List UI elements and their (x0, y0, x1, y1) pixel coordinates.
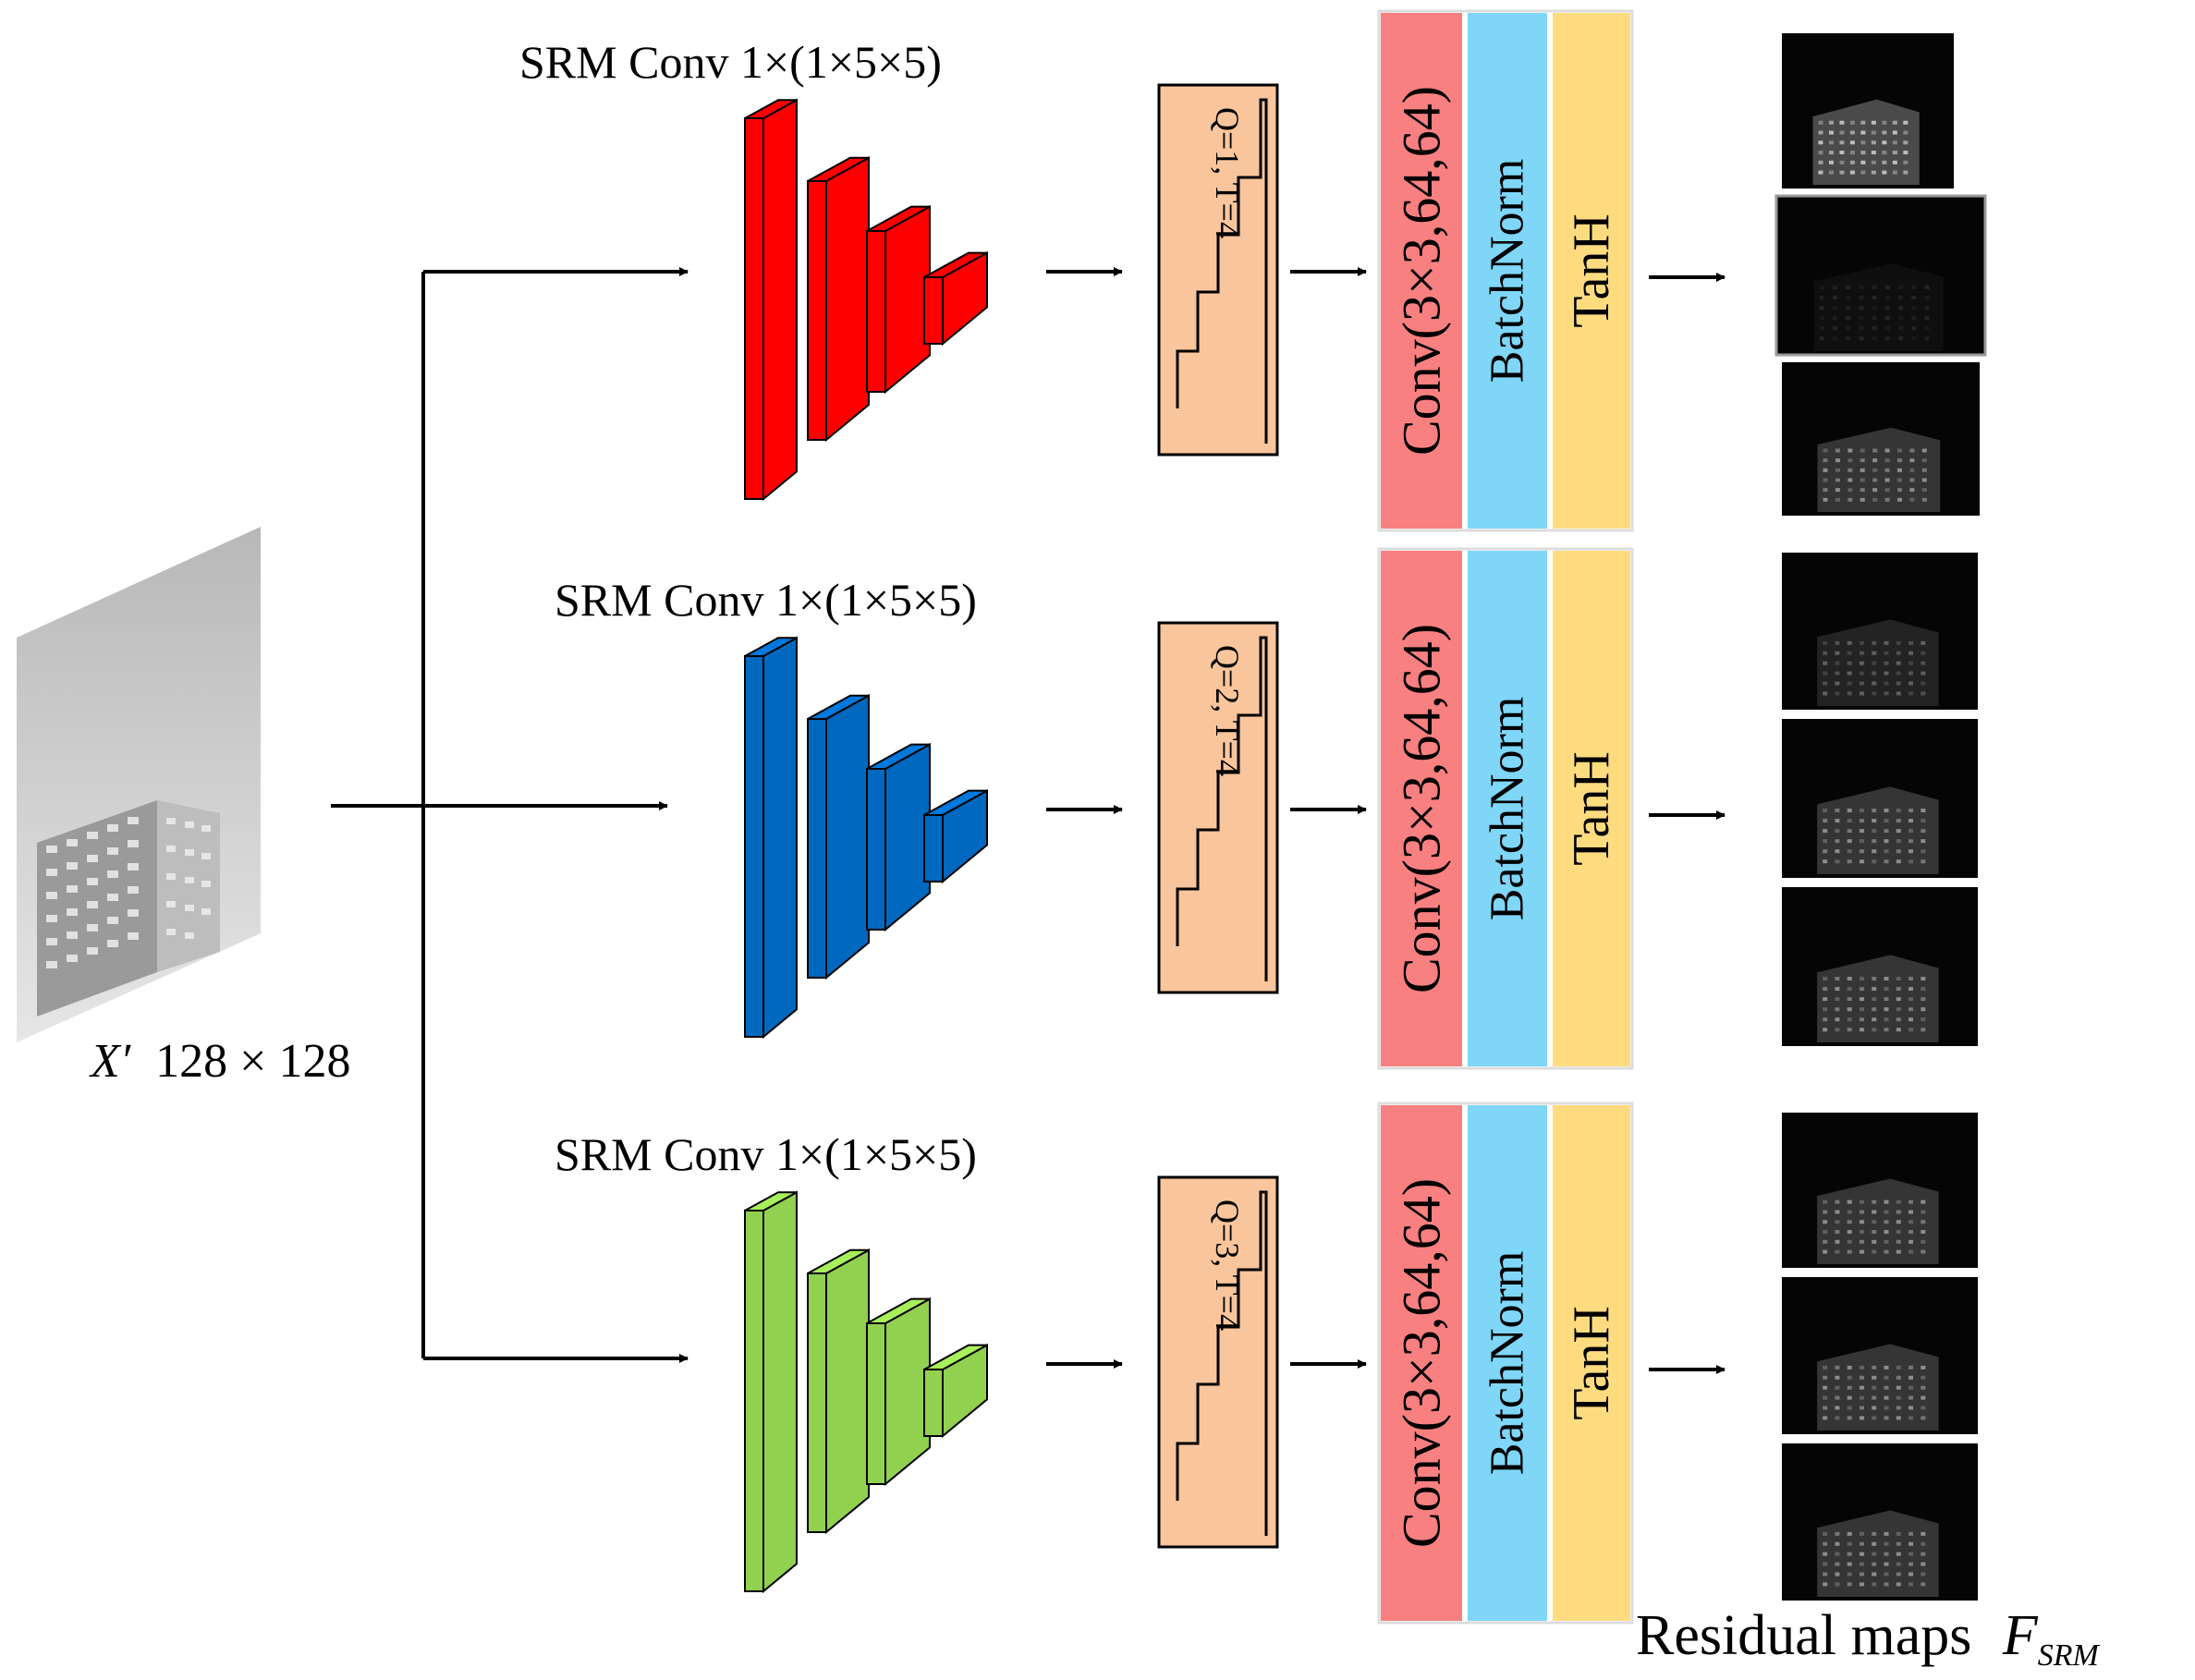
residual-map-image (1782, 887, 1978, 1046)
tanh-layer-label: TanH (1563, 1306, 1620, 1420)
quantization-box: Q=1, T=4 (1157, 83, 1279, 457)
srm-bar-front (866, 1322, 886, 1485)
residual-map-image (1782, 362, 1980, 516)
srm-bar-front (744, 655, 764, 1038)
branch-1: SRM Conv 1×(1×5×5) Q=1, T=4 Conv(3×3,64,64… (519, 9, 1987, 532)
quantization-box: Q=2, T=4 (1157, 621, 1279, 994)
conv-layer-label: Conv(3×3,64,64) (1392, 1178, 1452, 1548)
conv-layer-label: Conv(3×3,64,64) (1392, 86, 1452, 456)
srm-conv-label: SRM Conv 1×(1×5×5) (555, 574, 977, 626)
srm-bar-side (762, 636, 798, 1040)
staircase-curve (1176, 98, 1268, 444)
srm-bar-side (825, 694, 870, 980)
branch-2: SRM Conv 1×(1×5×5) Q=2, T=4 Conv(3×3,64,64… (555, 547, 1978, 1070)
srm-bar-side (762, 1190, 798, 1594)
batchnorm-layer-bar (1468, 551, 1547, 1066)
quant-label: Q=3, T=4 (1209, 1199, 1246, 1331)
residual-maps (1782, 1113, 1978, 1601)
batchnorm-layer-bar (1468, 1105, 1547, 1621)
residual-map-image (1774, 194, 1987, 357)
batchnorm-layer-label: BatchNorm (1482, 1251, 1534, 1476)
input-connectors (331, 267, 689, 1363)
srm-conv-block (744, 1190, 988, 1594)
srm-bar-side (884, 742, 931, 932)
input-image (17, 527, 261, 1042)
tanh-layer-bar (1553, 13, 1630, 529)
input-label: X′ 128 × 128 (89, 1035, 350, 1088)
srm-bar-side (884, 204, 931, 395)
srm-bar-side (884, 1297, 931, 1487)
batchnorm-layer-label: BatchNorm (1482, 697, 1534, 921)
srm-bar-front (744, 117, 764, 500)
quantization-box: Q=3, T=4 (1157, 1175, 1279, 1549)
tanh-layer-label: TanH (1563, 751, 1620, 866)
srm-conv-block (744, 98, 988, 502)
srm-bar-side (825, 1248, 870, 1535)
srm-conv-label: SRM Conv 1×(1×5×5) (555, 1128, 977, 1180)
output-label: Residual maps FSRM (1636, 1604, 2100, 1673)
conv-layer-bar (1381, 1105, 1462, 1621)
staircase-curve (1176, 636, 1268, 981)
srm-bar-front (807, 1272, 827, 1533)
srm-bar-front (807, 718, 827, 979)
tanh-layer-label: TanH (1563, 213, 1620, 328)
srm-bar-front (923, 814, 944, 883)
tanh-layer-bar (1553, 551, 1630, 1066)
quant-label: Q=1, T=4 (1209, 107, 1246, 238)
srm-bar-side (825, 156, 870, 443)
conv-bn-tanh-stack: Conv(3×3,64,64) BatchNorm TanH (1377, 547, 1634, 1070)
residual-map-image (1782, 1113, 1978, 1268)
branch-3: SRM Conv 1×(1×5×5) Q=3, T=4 Conv(3×3,64,64… (555, 1102, 1978, 1625)
quant-label: Q=2, T=4 (1209, 645, 1246, 776)
staircase-curve (1176, 1190, 1268, 1536)
residual-maps (1782, 553, 1978, 1046)
srm-bar-front (866, 230, 886, 393)
conv-bn-tanh-stack: Conv(3×3,64,64) BatchNorm TanH (1377, 1102, 1634, 1625)
conv-layer-label: Conv(3×3,64,64) (1392, 624, 1452, 993)
batchnorm-layer-bar (1468, 13, 1547, 529)
batchnorm-layer-label: BatchNorm (1482, 159, 1534, 383)
srm-bar-front (744, 1210, 764, 1592)
conv-layer-bar (1381, 13, 1462, 529)
residual-map-image (1782, 1277, 1978, 1434)
srm-bar-front (807, 180, 827, 441)
conv-layer-bar (1381, 551, 1462, 1066)
srm-bar-front (923, 1369, 944, 1437)
residual-maps (1774, 33, 1987, 516)
residual-map-image (1782, 719, 1978, 878)
srm-bar-front (923, 276, 944, 345)
residual-map-image (1782, 1443, 1978, 1601)
tanh-layer-bar (1553, 1105, 1630, 1621)
input-building (37, 800, 220, 1017)
srm-bar-side (762, 98, 798, 502)
residual-map-image (1782, 553, 1978, 710)
srm-bar-front (866, 768, 886, 931)
srm-conv-block (744, 636, 988, 1040)
conv-bn-tanh-stack: Conv(3×3,64,64) BatchNorm TanH (1377, 9, 1634, 532)
srm-conv-label: SRM Conv 1×(1×5×5) (519, 36, 942, 88)
residual-map-image (1782, 33, 1954, 189)
